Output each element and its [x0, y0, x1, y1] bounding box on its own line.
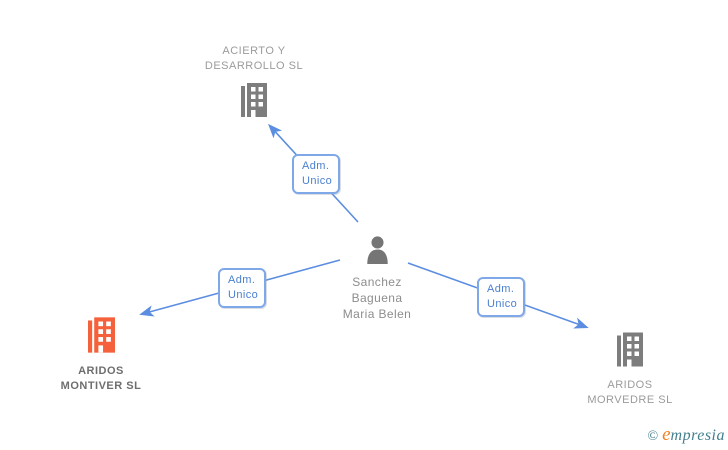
company-name-line1: ACIERTO Y	[222, 45, 286, 57]
relation-box-adm-unico-top: Adm. Unico	[292, 154, 341, 194]
company-name-line2: MORVEDRE SL	[587, 394, 673, 406]
person-icon[interactable]	[364, 236, 391, 269]
relation-label-line1: Adm.	[487, 283, 515, 295]
person-name-line3: Maria Belen	[342, 307, 412, 321]
person-name-line2: Baguena	[351, 291, 403, 305]
relation-box-adm-unico-right: Adm. Unico	[477, 277, 526, 317]
person-name: Sanchez Baguena Maria Belen	[343, 274, 411, 322]
node-company-acierto-y-desarrollo[interactable]: ACIERTO Y DESARROLLO SL	[164, 44, 344, 122]
brand-initial: e	[662, 424, 671, 445]
company-name: ACIERTO Y DESARROLLO SL	[205, 44, 303, 74]
node-company-aridos-morvedre[interactable]: ARIDOS MORVEDRE SL	[540, 332, 720, 408]
relation-label-line2: Unico	[487, 298, 518, 310]
company-name-line2: MONTIVER SL	[60, 380, 142, 392]
brand-text: mpresia	[670, 427, 725, 444]
company-name-line2: DESARROLLO SL	[204, 60, 304, 72]
node-company-aridos-montiver[interactable]: ARIDOS MONTIVER SL	[11, 317, 191, 394]
person-name-line1: Sanchez	[352, 275, 402, 289]
building-icon[interactable]	[617, 332, 643, 372]
node-person-sanchez-baguena[interactable]: Sanchez Baguena Maria Belen	[287, 236, 467, 322]
company-name: ARIDOS MORVEDRE SL	[587, 378, 672, 408]
company-name: ARIDOS MONTIVER SL	[61, 364, 142, 394]
company-name-line1: ARIDOS	[607, 379, 653, 391]
relation-label-line1: Adm.	[302, 160, 330, 172]
relation-label-line1: Adm.	[228, 274, 256, 286]
relation-box-adm-unico-left: Adm. Unico	[218, 268, 267, 308]
building-icon-highlighted[interactable]	[87, 317, 115, 358]
relation-label-line2: Unico	[228, 289, 259, 301]
empresia-logo[interactable]: ©empresia	[647, 424, 725, 446]
company-name-line1: ARIDOS	[78, 365, 124, 377]
relation-label-line2: Unico	[302, 175, 333, 187]
copyright-icon: ©	[647, 429, 659, 444]
building-icon[interactable]	[241, 83, 267, 122]
